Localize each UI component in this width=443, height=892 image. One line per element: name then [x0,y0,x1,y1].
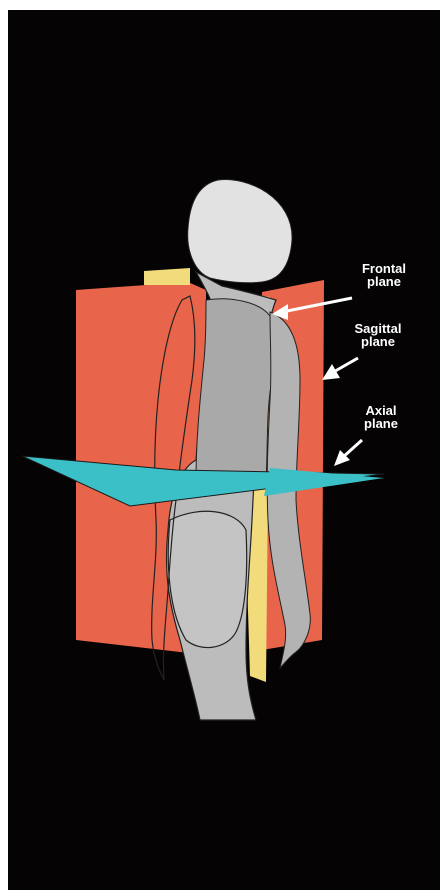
sagittal-arrow [322,358,358,380]
axial-plane-label: Axial plane [356,404,406,430]
sagittal-plane-label: Sagittal plane [346,322,410,348]
sagittal-label-line2: plane [346,335,410,348]
frontal-label-line2: plane [354,275,414,288]
axial-plane-right [264,468,384,496]
back [196,299,277,485]
frontal-plane-label: Frontal plane [354,262,414,288]
axial-arrow [334,440,362,466]
frontal-plane-top-flap [144,268,190,285]
buttocks [168,511,246,647]
axial-label-line2: plane [356,417,406,430]
head [188,180,292,283]
